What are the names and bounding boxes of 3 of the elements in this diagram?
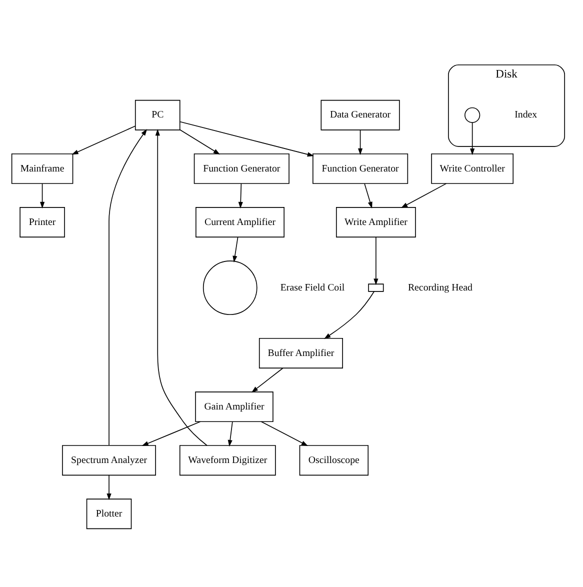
node-label: Recording Head — [408, 282, 472, 294]
node-label: Index — [514, 110, 538, 121]
node-label: Erase Field Coil — [280, 282, 345, 294]
